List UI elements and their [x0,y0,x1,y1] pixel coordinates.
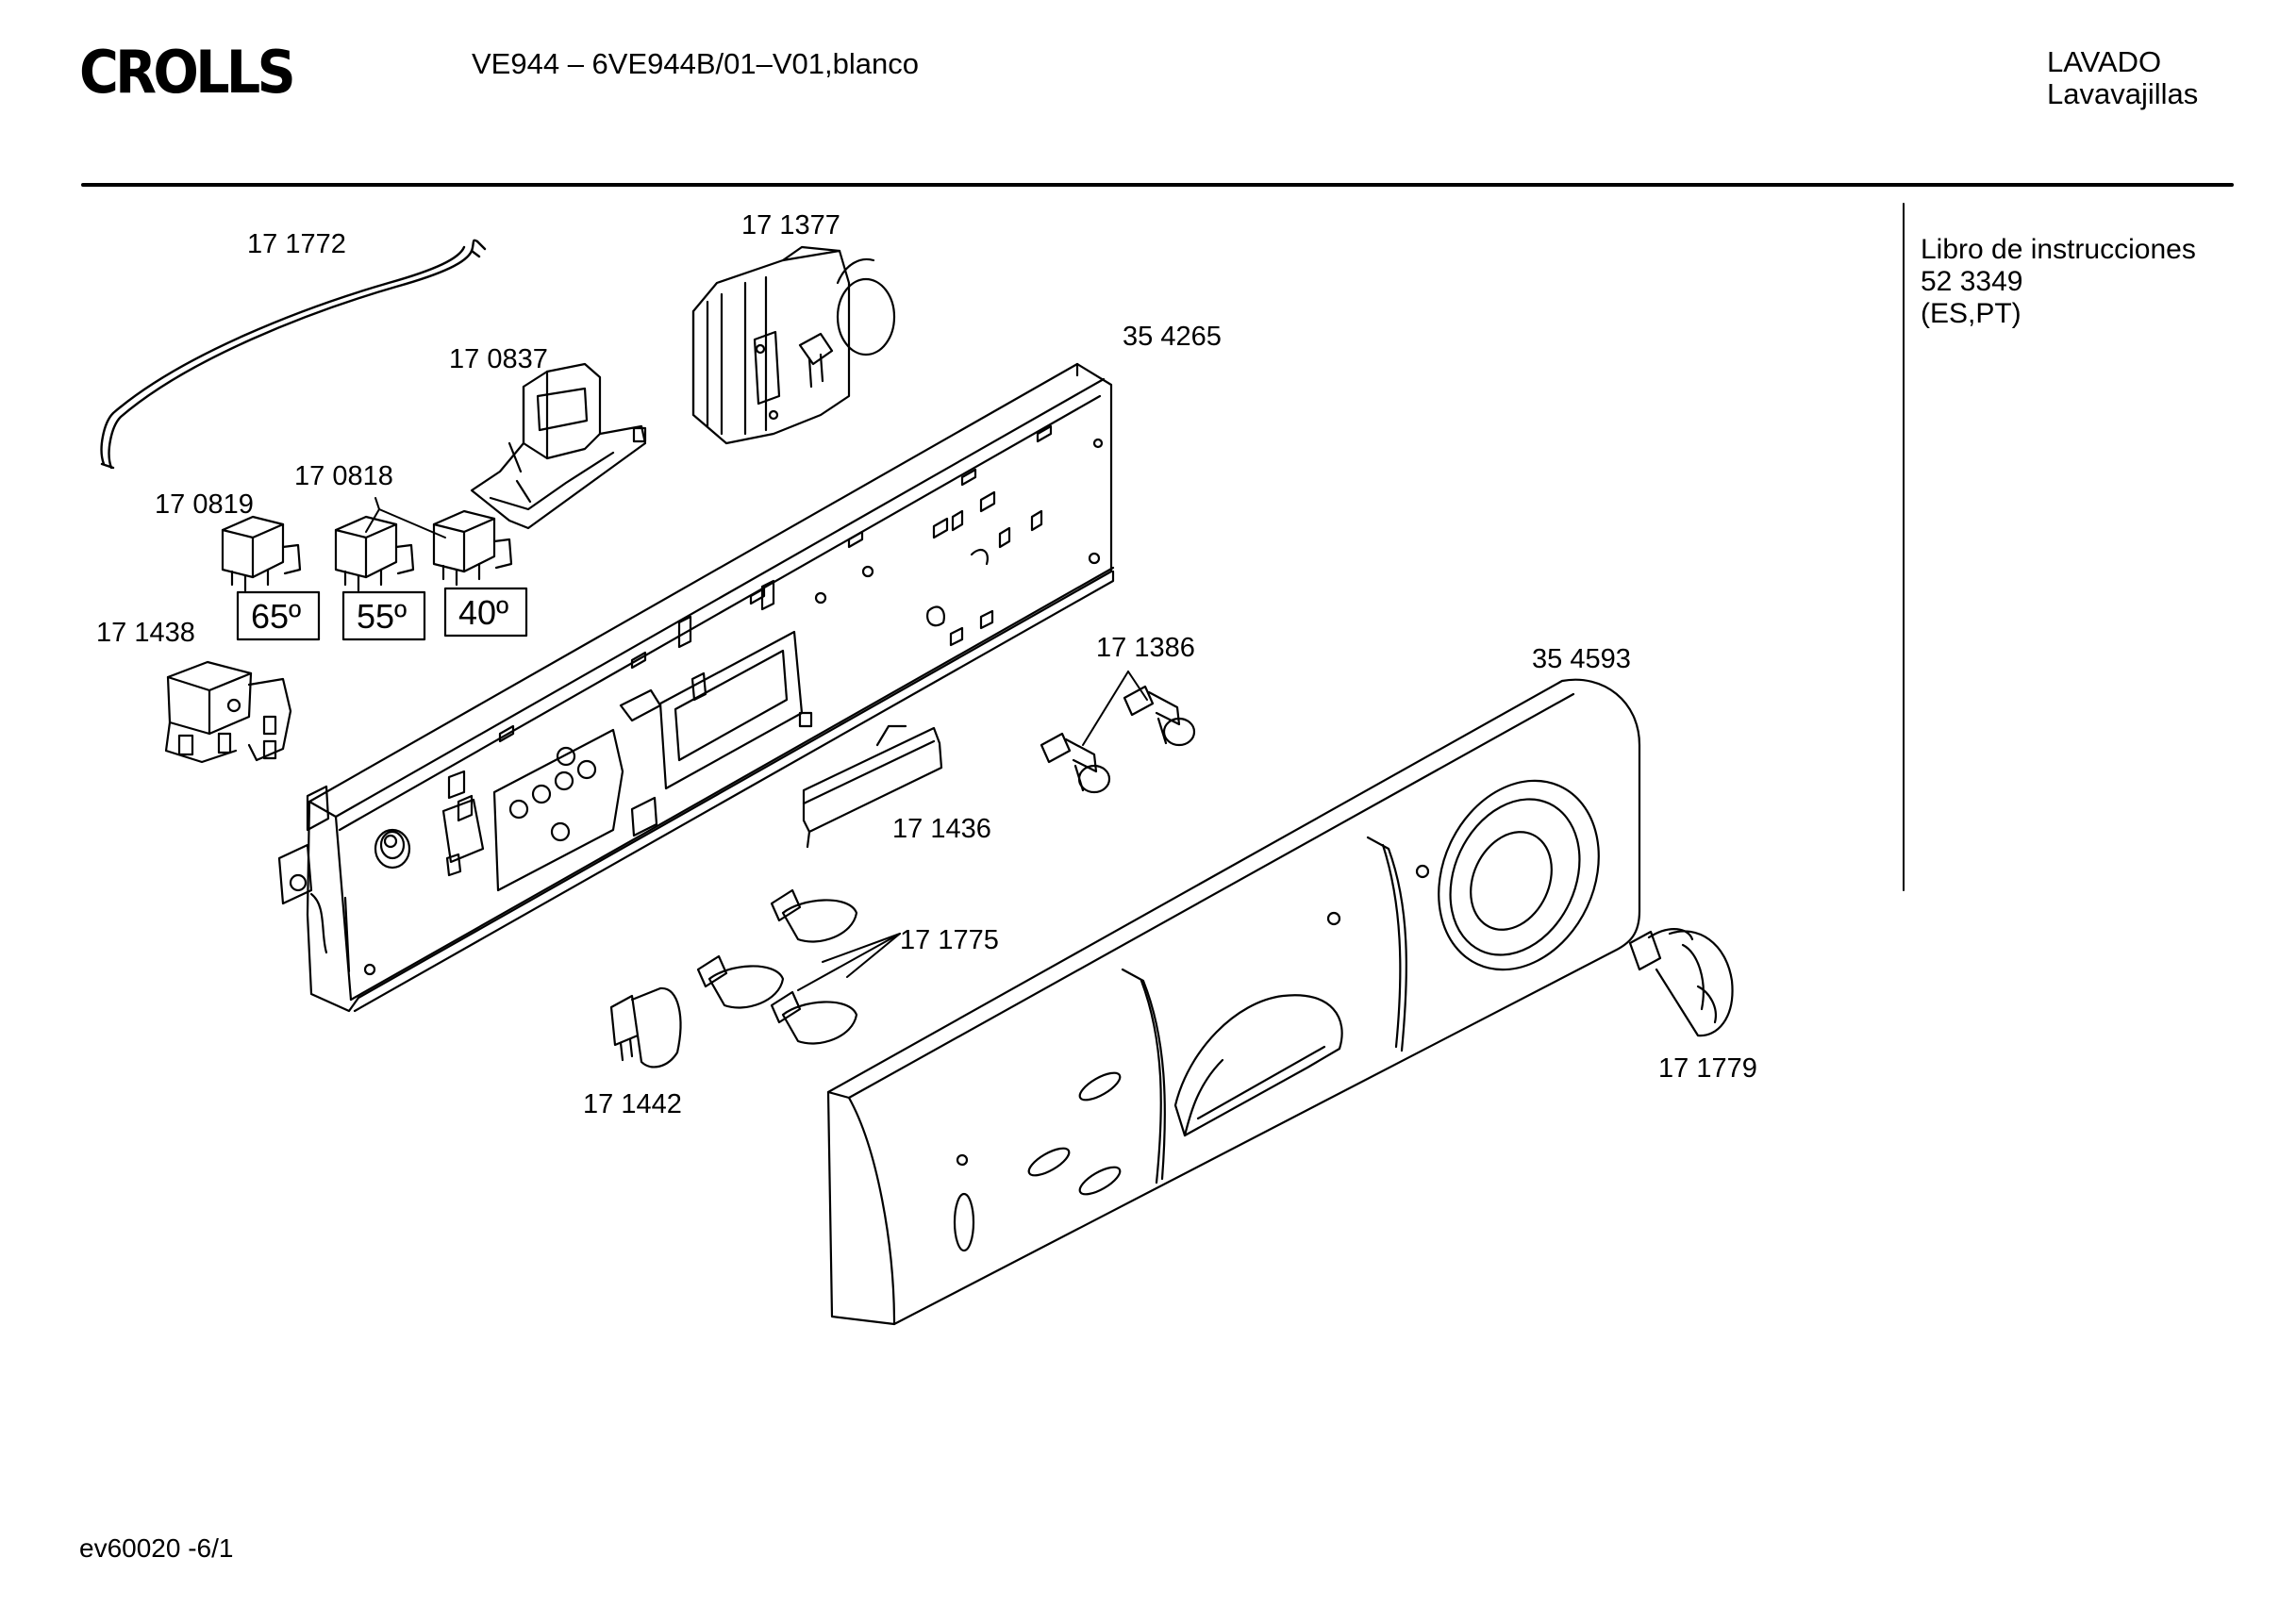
main-switch-part [164,660,292,764]
light-guide-part [802,724,943,849]
manual-title: Libro de instrucciones [1921,234,2196,265]
brand-logo: CROLLS [79,38,296,107]
wire-rod-part [100,239,487,470]
part-label-170819: 17 0819 [155,489,254,520]
category-label: LAVADO [2047,45,2162,78]
temp-box-40 [443,587,528,638]
temp-box-65 [236,590,321,641]
part-label-171772: 17 1772 [247,229,346,259]
button-part-3 [770,990,858,1045]
switch-40-part [432,509,513,587]
lamp-part-2 [1123,685,1196,747]
leader-lines [365,497,1148,991]
button-part-4 [609,986,682,1069]
part-label-171775: 17 1775 [900,925,999,955]
switch-65-part [221,515,302,592]
drawing-code: ev60020 -6/1 [79,1533,234,1563]
part-label-171438: 17 1438 [96,618,195,648]
part-label-354593: 35 4593 [1532,644,1631,674]
control-frame-part [277,362,1115,1013]
temp-label-55: 55º [357,597,407,636]
lamp-part-1 [1040,732,1111,794]
part-label-170837: 17 0837 [449,344,548,374]
button-part-1 [770,888,858,943]
manual-languages: (ES,PT) [1921,298,2021,329]
manual-number: 52 3349 [1921,266,2023,297]
temp-label-40: 40º [458,593,508,632]
part-label-354265: 35 4265 [1123,322,1222,352]
part-label-171386: 17 1386 [1096,633,1195,663]
temp-box-55 [341,590,426,641]
timer-part [691,245,896,445]
part-label-171442: 17 1442 [583,1089,682,1119]
bracket-part [470,362,647,530]
temp-label-65: 65º [251,597,301,636]
knob-part [1628,928,1734,1037]
subcategory-label: Lavavajillas [2047,77,2199,110]
part-label-171436: 17 1436 [892,814,991,844]
button-part-2 [696,954,785,1009]
model-title: VE944 – 6VE944B/01–V01,blanco [472,47,919,80]
part-label-171377: 17 1377 [741,210,840,240]
part-label-171779: 17 1779 [1658,1053,1757,1084]
part-label-170818: 17 0818 [294,461,393,491]
front-panel-part [826,678,1641,1326]
switch-55-part [334,515,415,592]
